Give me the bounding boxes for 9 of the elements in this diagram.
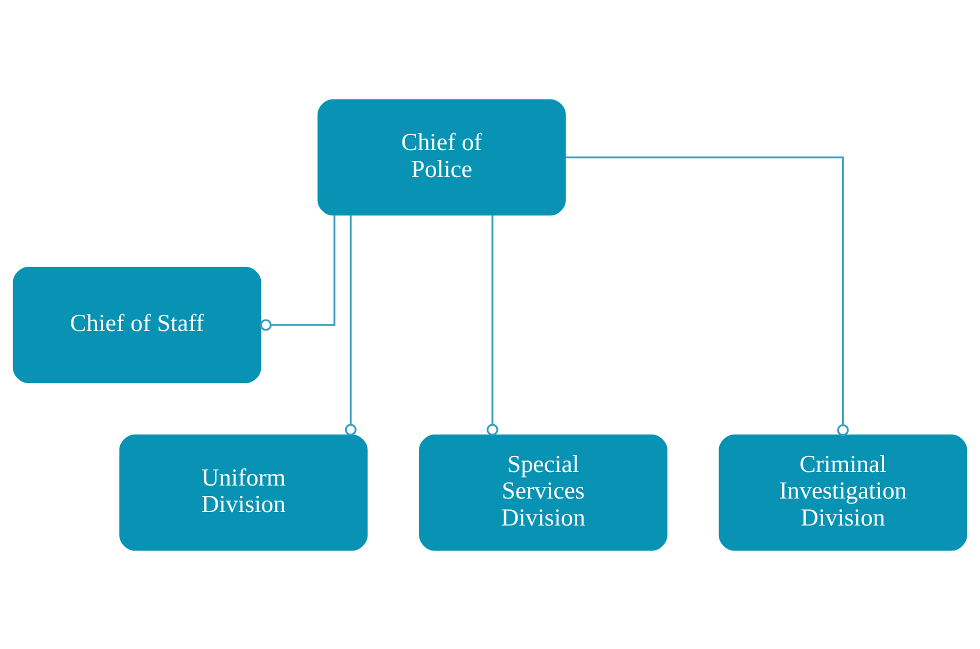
node-box: Chief of Police (318, 98, 566, 215)
node-box: Criminal Investigation Division (718, 434, 968, 550)
node-box: Chief of Staff (12, 266, 262, 383)
connector (260, 214, 336, 330)
connector (344, 214, 357, 436)
node-box: Uniform Division (119, 434, 368, 550)
connector (565, 156, 849, 436)
node-box: Special Services Division (419, 434, 668, 550)
connector (486, 214, 498, 436)
